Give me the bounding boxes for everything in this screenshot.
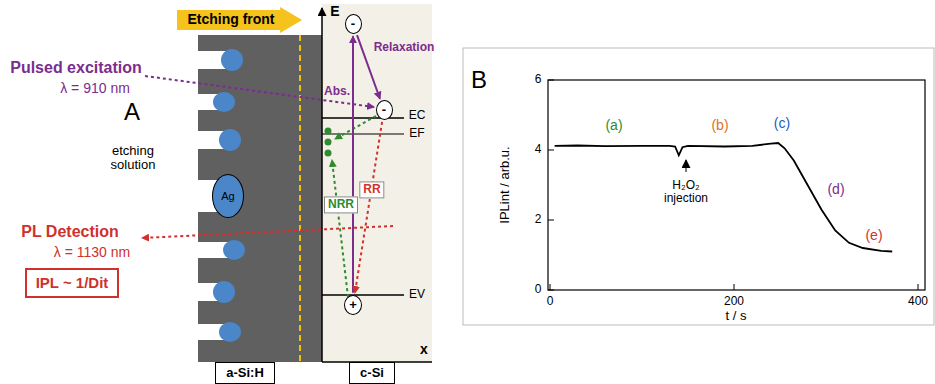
- a-si-region: [198, 35, 322, 362]
- tick-label: 0: [547, 295, 554, 308]
- electron-circle: -: [345, 14, 362, 34]
- layer-box: a-Si:H: [215, 362, 275, 384]
- node-text: -: [351, 17, 355, 31]
- band-label: EF: [409, 127, 424, 140]
- silver-particle: [223, 240, 245, 260]
- nrr-path: [332, 160, 348, 297]
- phase-label: (a): [605, 118, 622, 133]
- excitation-arrow: [145, 76, 374, 107]
- wavelength: λ = 1130 nm: [54, 245, 130, 260]
- tick: [548, 150, 554, 151]
- wavelength: λ = 910 nm: [60, 81, 130, 96]
- silver-particle: [221, 49, 243, 71]
- ticks: [548, 80, 918, 290]
- hole-circle: +: [344, 295, 362, 315]
- tick: [548, 80, 554, 81]
- silver-particle: [213, 281, 235, 303]
- fermi-level: [322, 134, 404, 135]
- injection-arrow: [686, 160, 687, 172]
- trap-state: [325, 139, 332, 146]
- valence-band: [322, 294, 404, 296]
- etching-front-arrow: Etching front: [177, 7, 302, 33]
- annotation: PL Detection: [21, 223, 119, 241]
- trap-state: [325, 128, 332, 135]
- tick-label: 200: [724, 295, 744, 308]
- tick-label: 2: [535, 213, 542, 226]
- axis-label: x: [420, 342, 428, 357]
- edge-label: Abs.: [324, 85, 350, 98]
- tick-label: 0: [535, 283, 542, 296]
- edge-label: Relaxation: [374, 41, 435, 54]
- node-text: IPL ~ 1/Dit: [36, 275, 109, 292]
- tick-label: 6: [535, 73, 542, 86]
- tick: [548, 290, 554, 291]
- etching-front-line: [299, 35, 301, 362]
- panel-letter: A: [124, 99, 140, 125]
- trap-state: [325, 150, 332, 157]
- tick: [918, 284, 919, 290]
- arrow-fill: [177, 7, 302, 33]
- node-text: +: [349, 298, 357, 312]
- formula-box: IPL ~ 1/Dit: [25, 268, 120, 298]
- node-text: -: [382, 103, 386, 117]
- tick-label: 400: [908, 295, 928, 308]
- silver-particle: [219, 322, 241, 342]
- nrr-path: [335, 116, 376, 139]
- edge-label: RR: [359, 181, 384, 198]
- process-label: NRR: [324, 196, 358, 213]
- silver-particle: Ag: [212, 174, 244, 218]
- axis-label: E: [330, 4, 339, 19]
- connector-arrow: [352, 36, 354, 293]
- phase-label: (c): [774, 116, 790, 131]
- plot-frame: [548, 80, 925, 290]
- panel-b-border: [463, 48, 934, 325]
- silver-particle: [219, 129, 241, 151]
- conduction-band: [322, 117, 404, 119]
- phase-label: (b): [711, 118, 728, 133]
- band-label: EV: [409, 288, 425, 301]
- connector-arrow: [355, 122, 382, 293]
- axis-title: t / s: [726, 309, 747, 323]
- tick: [734, 284, 735, 290]
- layer-box: c-Si: [349, 362, 395, 384]
- energy-axis: [321, 8, 323, 362]
- pores: [198, 49, 245, 342]
- annotation: etching solution: [102, 144, 164, 173]
- c-si-region: [322, 4, 432, 362]
- phase-label: (d): [827, 182, 844, 197]
- silver-particle: [213, 92, 235, 112]
- band-label: EC: [409, 109, 426, 122]
- node-text: c-Si: [360, 366, 384, 380]
- node-text: a-Si:H: [226, 366, 264, 380]
- annotation: Pulsed excitation: [10, 59, 142, 77]
- axis-title: IPLint / arb.u.: [498, 146, 512, 223]
- pl-curve: [555, 143, 893, 252]
- electron-circle: -: [376, 100, 393, 120]
- tick-label: 4: [535, 143, 542, 156]
- phase-label: (e): [865, 228, 882, 243]
- node-text: Etching front: [187, 12, 274, 27]
- node-text: Ag: [221, 190, 234, 202]
- pl-detection-arrow: [142, 226, 393, 238]
- tick: [550, 284, 551, 290]
- tick: [548, 220, 554, 221]
- annotation: H₂O₂ injection: [653, 179, 719, 205]
- panel-letter: B: [471, 67, 487, 93]
